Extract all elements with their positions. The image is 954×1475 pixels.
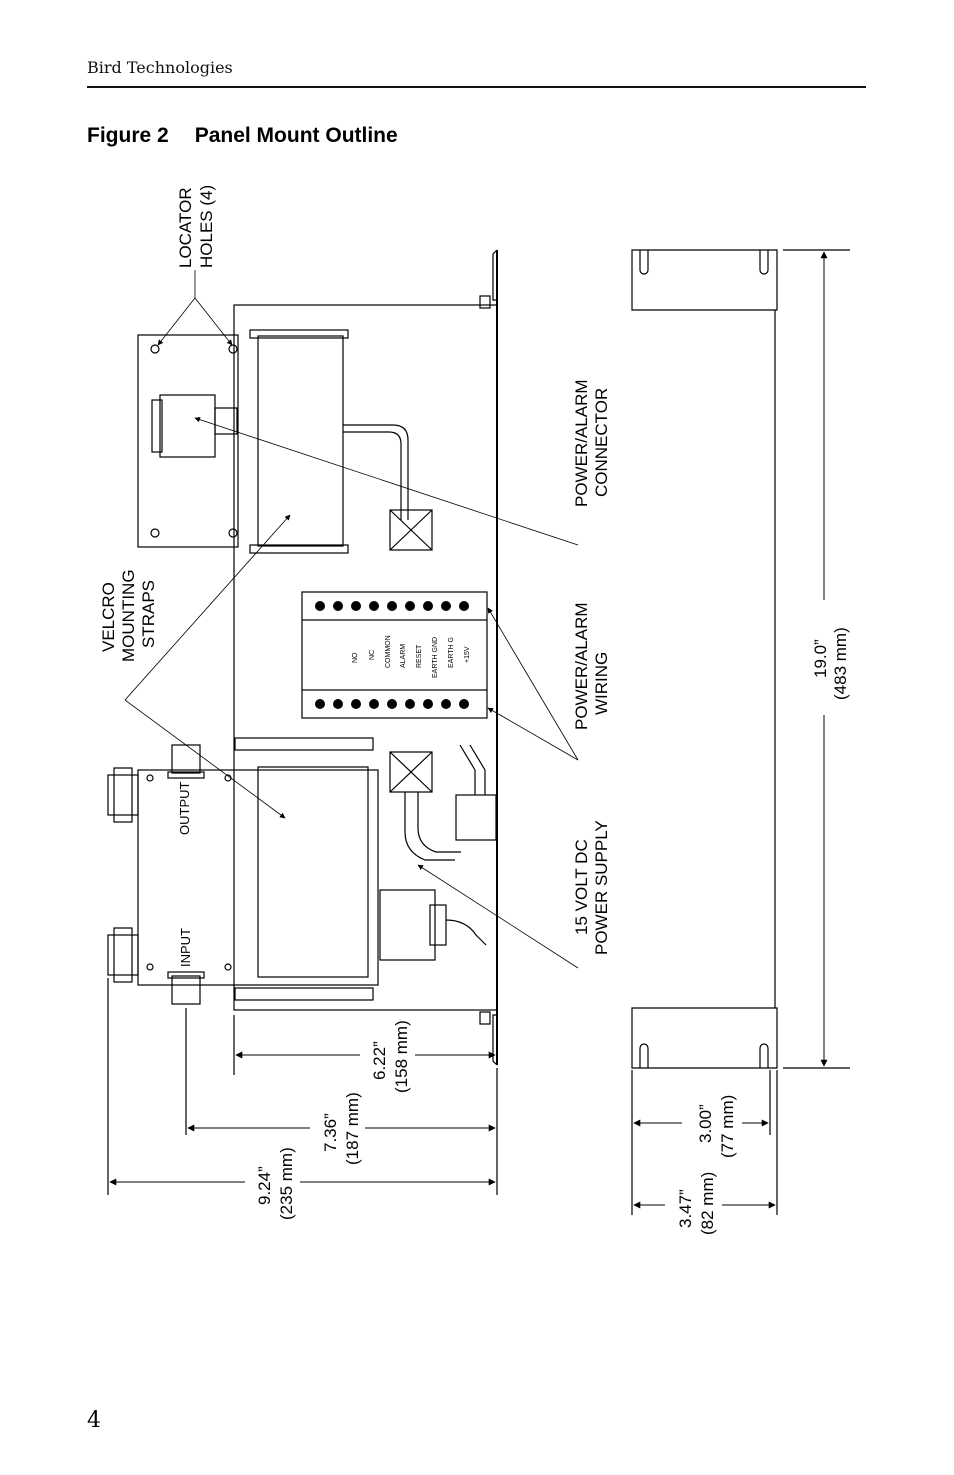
- figure-caption: Figure 2 Panel Mount Outline: [87, 124, 424, 148]
- mounting-panel: [233, 304, 498, 1011]
- terminal-strip-lower: [301, 689, 488, 719]
- dim-736-label-2: (187 mm): [343, 1092, 362, 1165]
- terminal-label-reset: RESET: [416, 644, 423, 668]
- velcro-strap-bottom: [257, 766, 369, 978]
- terminal-label-nc: NC: [369, 650, 376, 660]
- locator-holes-label-2: HOLES (4): [197, 185, 216, 268]
- dim-190-label-1: 19.0”: [811, 639, 830, 678]
- dim-190-label-2: (483 mm): [831, 627, 850, 700]
- velcro-label-1: VELCRO: [99, 582, 118, 652]
- dim-622-label-2: (158 mm): [392, 1020, 411, 1093]
- wiring-label-2: WIRING: [592, 652, 611, 715]
- power-alarm-connector: [159, 394, 216, 458]
- connector-label-1: POWER/ALARM: [572, 379, 591, 507]
- dim-924-label-1: 9.24”: [255, 1166, 274, 1205]
- page-number: 4: [87, 1408, 101, 1433]
- connector-plate: [137, 334, 239, 548]
- terminal-strip-upper: [301, 591, 488, 621]
- dim-300-label-2: (77 mm): [718, 1095, 737, 1158]
- terminal-labels: NO NC COMMON ALARM RESET EARTH GND EARTH…: [352, 635, 471, 678]
- velcro-strap-top: [257, 335, 344, 547]
- supply-label-2: POWER SUPPLY: [592, 820, 611, 955]
- terminal-screws: [315, 601, 469, 709]
- dim-347-label-1: 3.47”: [676, 1189, 695, 1228]
- terminal-label-no: NO: [352, 652, 359, 663]
- side-bracket: [631, 249, 778, 311]
- terminal-label-common: COMMON: [385, 635, 392, 668]
- dim-347-label-2: (82 mm): [698, 1172, 717, 1235]
- figure-title: Panel Mount Outline: [194, 124, 398, 147]
- locator-holes-label-1: LOCATOR: [176, 187, 195, 268]
- figure-number: Figure 2: [87, 124, 169, 147]
- wiring-label-1: POWER/ALARM: [572, 602, 591, 730]
- dim-736-label-1: 7.36”: [321, 1113, 340, 1152]
- output-port-label: OUTPUT: [177, 782, 192, 836]
- terminal-label-alarm: ALARM: [400, 644, 407, 668]
- dim-622-label-1: 6.22”: [370, 1041, 389, 1080]
- supply-label-1: 15 VOLT DC: [572, 839, 591, 935]
- power-supply: [379, 889, 436, 961]
- header-rule: [87, 86, 866, 88]
- terminal-label-15v: +15V: [464, 646, 471, 663]
- dim-300-label-1: 3.00”: [696, 1104, 715, 1143]
- input-port-label: INPUT: [178, 928, 193, 967]
- connector-label-2: CONNECTOR: [592, 388, 611, 497]
- velcro-label-2: MOUNTING: [119, 569, 138, 662]
- velcro-label-3: STRAPS: [139, 580, 158, 648]
- dim-924-label-2: (235 mm): [277, 1147, 296, 1220]
- terminal-label-earth-g: EARTH G: [448, 637, 455, 668]
- terminal-label-earth-gnd: EARTH GND: [432, 637, 439, 678]
- running-header: Bird Technologies: [87, 58, 233, 77]
